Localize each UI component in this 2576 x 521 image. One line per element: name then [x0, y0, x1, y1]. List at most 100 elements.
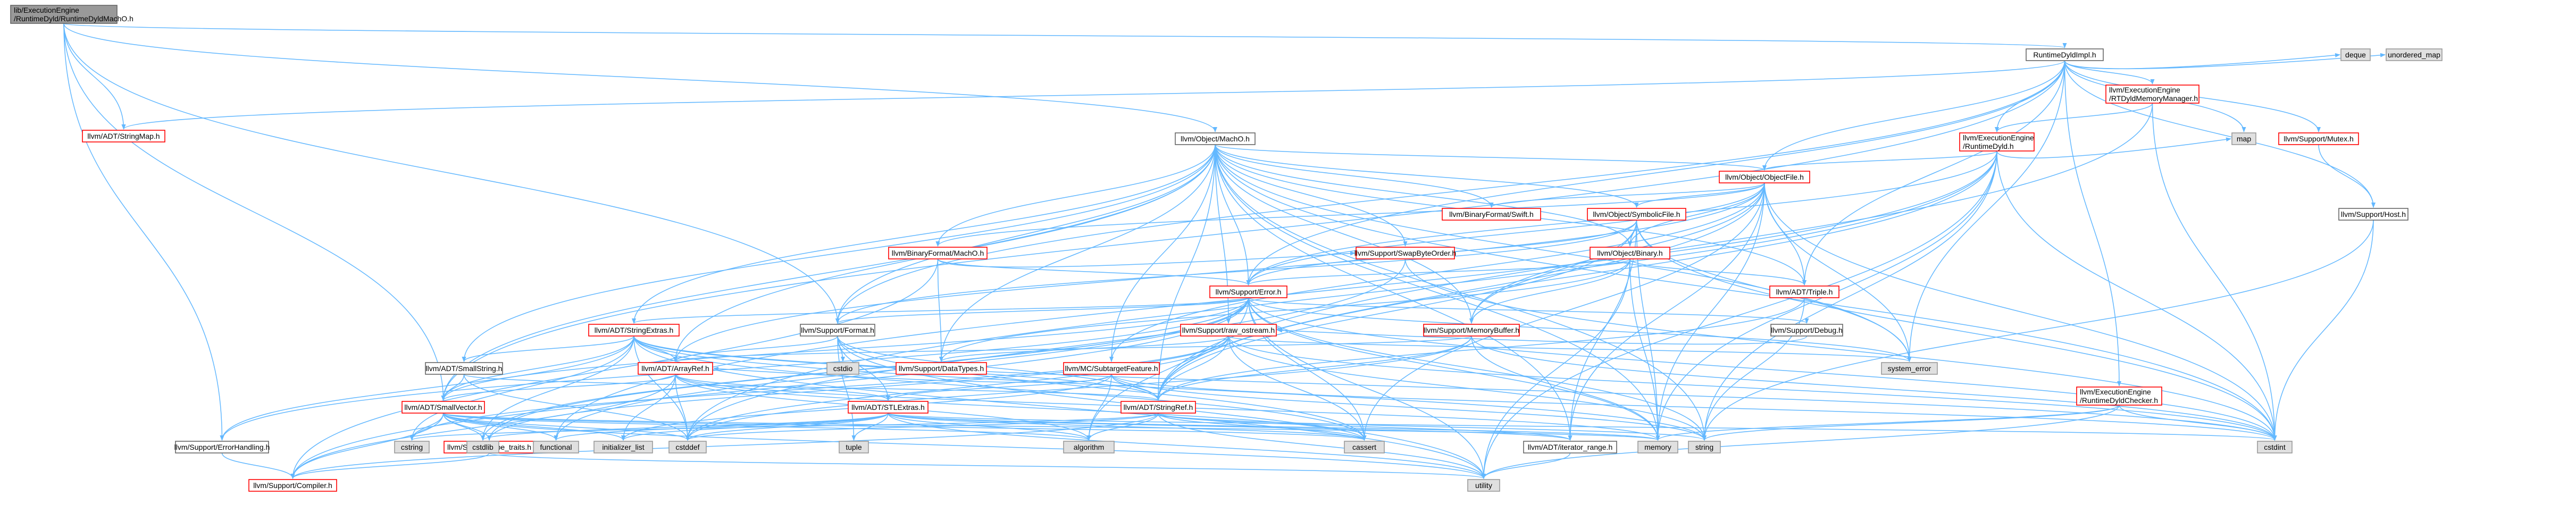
node-label: memory: [1644, 443, 1671, 451]
node-label: llvm/ADT/STLExtras.h: [851, 403, 925, 411]
node-subtarget[interactable]: llvm/MC/SubtargetFeature.h: [1063, 362, 1160, 375]
node-box: [1356, 247, 1455, 259]
edge-stlextras-to-initlist: [621, 413, 889, 441]
node-label: algorithm: [1074, 443, 1105, 451]
edge-objectfile-to-memory: [1655, 182, 1765, 441]
edge-rtdyldchecker-to-string: [1702, 405, 2120, 441]
node-swift[interactable]: llvm/BinaryFormat/Swift.h: [1442, 208, 1541, 221]
node-cstdio: cstdio: [826, 362, 859, 375]
node-box: [888, 247, 988, 259]
node-memorybuffer[interactable]: llvm/Support/MemoryBuffer.h: [1423, 324, 1520, 337]
node-box: [2257, 441, 2293, 453]
edge-smallvector-to-compiler: [290, 413, 444, 479]
edge-machoobj-to-smallvector: [441, 144, 1216, 401]
node-label: llvm/Support/DataTypes.h: [899, 364, 984, 373]
edge-rawostream-to-systemerror: [1228, 335, 1912, 362]
node-rtdyld[interactable]: llvm/ExecutionEngine/RuntimeDyld.h: [1959, 132, 2035, 152]
node-stringref[interactable]: llvm/ADT/StringRef.h: [1120, 401, 1196, 414]
edge-machoobj-to-string: [1215, 144, 1707, 441]
node-arrayref[interactable]: llvm/ADT/ArrayRef.h: [638, 362, 713, 375]
node-rtdyldimpl[interactable]: RuntimeDyldImpl.h: [2026, 48, 2104, 61]
node-host[interactable]: llvm/Support/Host.h: [2338, 208, 2408, 221]
edge-layer: [63, 23, 2386, 479]
node-mutex[interactable]: llvm/Support/Mutex.h: [2278, 132, 2359, 145]
edge-stringextras-to-smallstring: [462, 335, 634, 362]
edge-binary-to-datatypes: [939, 258, 1630, 362]
node-bfmacho[interactable]: llvm/BinaryFormat/MachO.h: [888, 247, 988, 259]
node-stringmap[interactable]: llvm/ADT/StringMap.h: [82, 130, 165, 142]
node-label: lib/ExecutionEngine: [14, 6, 79, 14]
edge-rtdyldimpl-to-stringmap: [122, 60, 2065, 130]
node-datatypes[interactable]: llvm/Support/DataTypes.h: [896, 362, 987, 375]
node-box: [1590, 247, 1670, 259]
node-label: llvm/Support/Compiler.h: [253, 481, 332, 490]
node-format[interactable]: llvm/Support/Format.h: [800, 324, 875, 337]
edge-symbolicfile-to-cstdint: [1636, 220, 2277, 441]
edge-rawostream-to-cassert: [1228, 335, 1367, 441]
edge-rawostream-to-datatypes: [939, 335, 1229, 362]
edge-debug-to-rawostream: [1277, 328, 1808, 345]
node-label: /RTDyldMemoryManager.h: [2109, 94, 2198, 103]
edge-rtdyldimpl-to-unorderedmap: [2064, 53, 2386, 70]
node-stringextras[interactable]: llvm/ADT/StringExtras.h: [588, 324, 680, 337]
node-objectfile[interactable]: llvm/Object/ObjectFile.h: [1719, 171, 1810, 183]
node-rawostream[interactable]: llvm/Support/raw_ostream.h: [1180, 324, 1277, 337]
edge-stringextras-to-cassert: [633, 335, 1367, 441]
edge-triple-to-string: [1702, 297, 1805, 441]
edge-rtdyldimpl-to-objectfile: [1762, 60, 2065, 171]
node-utility: utility: [1467, 479, 1500, 492]
node-compiler[interactable]: llvm/Support/Compiler.h: [248, 479, 337, 492]
node-box: [425, 362, 503, 375]
edge-errorhandling-to-compiler: [221, 452, 295, 479]
edge-stringref-to-compiler: [290, 413, 1159, 479]
node-jitsymbol[interactable]: llvm/ExecutionEngine/RTDyldMemoryManager…: [2105, 85, 2199, 104]
node-box: [1175, 132, 1256, 145]
node-triple[interactable]: llvm/ADT/Triple.h: [1769, 285, 1839, 298]
node-box: [588, 324, 680, 337]
node-machoobj[interactable]: llvm/Object/MachO.h: [1175, 132, 1256, 145]
edge-objectfile-to-error: [1246, 182, 1765, 285]
edge-format-to-cassert: [837, 335, 1367, 441]
edge-host-to-cstdint: [2272, 220, 2374, 441]
edge-smallvector-to-functional: [442, 413, 558, 441]
node-label: llvm/Object/ObjectFile.h: [1725, 173, 1804, 181]
node-box: [1063, 441, 1115, 453]
node-label: llvm/Support/Debug.h: [1771, 326, 1843, 334]
node-debug[interactable]: llvm/Support/Debug.h: [1770, 324, 1843, 337]
node-label: llvm/Support/Host.h: [2341, 210, 2406, 219]
edge-binary-to-triple: [1629, 258, 1806, 285]
node-smallstring[interactable]: llvm/ADT/SmallString.h: [425, 362, 503, 375]
edge-jitsymbol-to-cstdint: [2152, 103, 2277, 441]
edge-stringref-to-algorithm: [1086, 413, 1159, 441]
node-box: [1467, 479, 1500, 492]
node-label: llvm/BinaryFormat/Swift.h: [1449, 210, 1534, 219]
node-symbolicfile[interactable]: llvm/Object/SymbolicFile.h: [1587, 208, 1686, 221]
node-iteratorrange[interactable]: llvm/ADT/iterator_range.h: [1523, 441, 1617, 453]
edge-machoobj-to-memory: [1215, 144, 1660, 441]
node-smallvector[interactable]: llvm/ADT/SmallVector.h: [402, 401, 485, 414]
edge-objectfile-to-systemerror: [1764, 182, 1912, 362]
node-layer: lib/ExecutionEngine/RuntimeDyld/RuntimeD…: [10, 5, 2443, 492]
edge-bfmacho-to-error: [937, 258, 1251, 285]
node-error[interactable]: llvm/Support/Error.h: [1209, 285, 1287, 298]
node-rtdyldchecker[interactable]: llvm/ExecutionEngine/RuntimeDyldChecker.…: [2076, 386, 2162, 406]
edge-machoobj-to-binary: [1215, 144, 1632, 247]
edge-error-to-format: [835, 297, 1249, 324]
node-box: [82, 130, 165, 142]
node-errorhandling[interactable]: llvm/Support/ErrorHandling.h: [174, 441, 270, 453]
node-binary[interactable]: llvm/Object/Binary.h: [1590, 247, 1670, 259]
edge-objectfile-to-stringref: [1156, 182, 1765, 401]
edge-rtdyldimpl-to-smallvector: [441, 60, 2065, 401]
node-box: [848, 401, 929, 414]
node-swapbyte[interactable]: llvm/Support/SwapByteOrder.h: [1354, 247, 1456, 259]
edge-machoobj-to-bfmacho: [935, 144, 1216, 247]
edge-machoobj-to-swift: [1215, 144, 1494, 208]
edge-memorybuffer-to-arrayref: [673, 335, 1472, 362]
edge-rtdyld-to-utility: [1482, 150, 1997, 479]
node-box: [2231, 132, 2256, 145]
node-label: llvm/ExecutionEngine: [2109, 86, 2180, 94]
node-stlextras[interactable]: llvm/ADT/STLExtras.h: [848, 401, 929, 414]
edge-stringextras-to-string: [633, 335, 1707, 441]
node-root: lib/ExecutionEngine/RuntimeDyld/RuntimeD…: [10, 5, 133, 24]
node-tuple: tuple: [839, 441, 869, 453]
